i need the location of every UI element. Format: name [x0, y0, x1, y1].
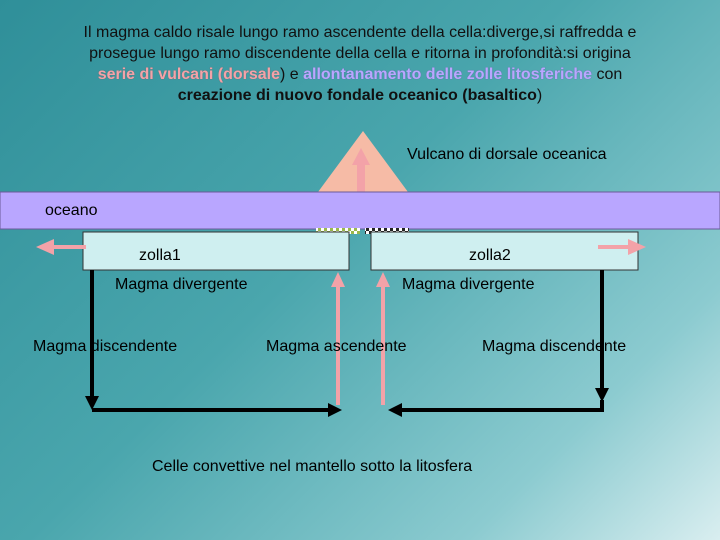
descending-arrow-left-head [85, 396, 99, 410]
title-connector: e [285, 66, 304, 83]
title-highlight-plates: allontanamento delle zolle litosferiche [303, 66, 593, 83]
descending-arrow-right-head [595, 388, 609, 402]
title-highlight-volcanoes: serie di vulcani (dorsale [97, 66, 280, 83]
divergence-arrow-left-head [36, 239, 54, 255]
divergence-arrow-right-head [628, 239, 646, 255]
diagram-title: Il magma caldo risale lungo ramo ascende… [10, 22, 710, 106]
title-new-floor: creazione di nuovo fondale oceanico (bas… [177, 87, 537, 104]
title-con: con [592, 66, 623, 83]
plate-2 [370, 231, 639, 271]
title-paren-close: ) [279, 66, 286, 83]
volcano-label: Vulcano di dorsale oceanica [407, 146, 607, 163]
title-line-4: creazione di nuovo fondale oceanico (bas… [10, 85, 710, 106]
volcano-conduit-head [352, 148, 370, 165]
volcano-conduit [357, 160, 365, 200]
descending-left-label: Magma discendente [33, 338, 178, 355]
title-paren-close-2: ) [536, 87, 543, 104]
title-line-3: serie di vulcani (dorsale) e allontaname… [10, 64, 710, 85]
ocean-band [0, 191, 720, 230]
descending-right-label: Magma discendente [482, 338, 627, 355]
ascending-label: Magma ascendente [266, 338, 407, 355]
title-line-2: prosegue lungo ramo discendente della ce… [89, 45, 631, 62]
plate-2-label: zolla2 [469, 247, 511, 264]
convection-cells-label: Celle convettive nel mantello sotto la l… [152, 458, 473, 475]
title-line-1: Il magma caldo risale lungo ramo ascende… [83, 24, 637, 41]
ridge-fill-left [316, 228, 360, 234]
ridge-fill-right [365, 228, 409, 234]
divergent-right-label: Magma divergente [402, 276, 535, 293]
ascending-arrow-left-head [331, 272, 345, 287]
return-flow-left-head [328, 403, 342, 417]
plate-1-label: zolla1 [139, 247, 181, 264]
return-flow-right-head [388, 403, 402, 417]
divergent-left-label: Magma divergente [115, 276, 248, 293]
plate-1 [82, 231, 350, 271]
ocean-label: oceano [45, 202, 98, 219]
ascending-arrow-right-head [376, 272, 390, 287]
